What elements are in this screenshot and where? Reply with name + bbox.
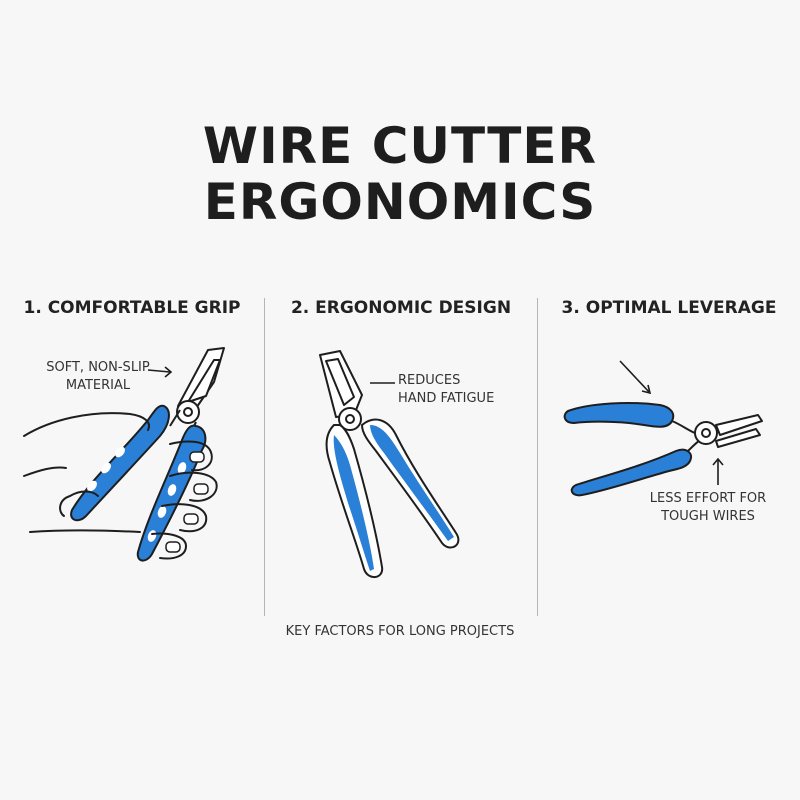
design-note: REDUCES HAND FATIGUE [398,372,498,408]
panel-ergonomic-design: 2. ERGONOMIC DESIGN [265,290,537,620]
design-note-line-1: REDUCES [398,373,461,388]
title-line-1: WIRE CUTTER [202,117,598,175]
panel-divider [264,298,265,616]
grip-note-line-2: MATERIAL [65,378,131,393]
design-note-line-2: HAND FATIGUE [398,391,495,406]
panel-heading: 1. COMFORTABLE GRIP [23,298,241,318]
grip-note: SOFT, NON-SLIP MATERIAL [38,359,158,395]
grip-note-line-1: SOFT, NON-SLIP [46,360,150,375]
leverage-arrow-icon [619,360,724,485]
panel-optimal-leverage: 3. OPTIMAL LEVERAGE [538,290,800,620]
pliers-icon [319,350,460,578]
leverage-note-line-2: TOUGH WIRES [661,509,755,524]
footer-caption: KEY FACTORS FOR LONG PROJECTS [285,624,515,639]
leverage-note-line-1: LESS EFFORT FOR [649,491,767,506]
page-title: WIRE CUTTER ERGONOMICS [0,118,800,230]
hand-holding-pliers-icon [23,347,225,562]
panel-divider [537,298,538,616]
panel-heading: 3. OPTIMAL LEVERAGE [561,298,777,318]
grip-arrow-icon [147,366,173,378]
panel-comfortable-grip: 1. COMFORTABLE GRIP [0,290,264,620]
leverage-note: LESS EFFORT FOR TOUGH WIRES [648,490,768,526]
title-line-2: ERGONOMICS [203,173,597,231]
panel-heading: 2. ERGONOMIC DESIGN [290,298,512,318]
pliers-horizontal-icon [563,360,763,497]
